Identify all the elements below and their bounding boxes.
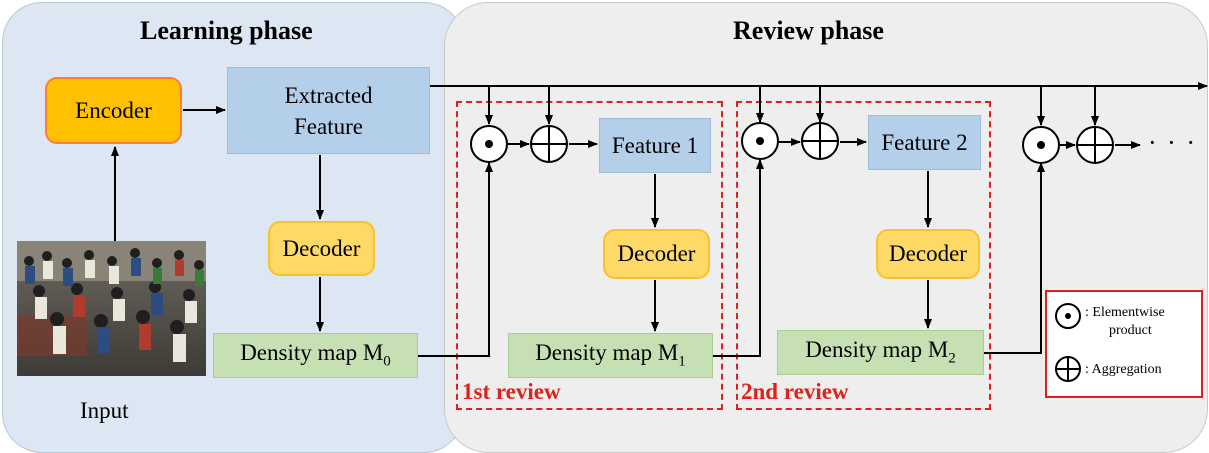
density-map-m0-block: Density map M0 [213,333,418,378]
encoder-block: Encoder [45,77,182,144]
density-map-m0-label: Density map M0 [240,340,391,370]
review-1-frame [456,101,723,410]
legend: : Elementwise product : Aggregation [1045,290,1203,398]
review-2-frame [736,101,991,410]
feature-1-label: Feature 1 [611,132,699,158]
input-crowd-image [17,241,206,376]
input-label: Input [80,398,129,423]
feature-1-block: Feature 1 [599,118,711,173]
learning-phase-title: Learning phase [140,16,313,45]
extracted-feature-label-line1: Extracted [284,82,373,108]
encoder-label: Encoder [75,97,152,123]
legend-aggregation-icon [1055,356,1081,382]
ellipsis: · · · [1148,128,1197,157]
review-1-label: 1st review [462,379,561,404]
decoder-block-review-1: Decoder [603,229,710,279]
decoder-label: Decoder [282,235,361,261]
legend-elementwise-label-line1: : Elementwise [1085,305,1165,320]
feature-2-label: Feature 2 [881,129,968,155]
review-2-label: 2nd review [741,379,849,404]
density-map-m2-block: Density map M2 [777,330,984,375]
legend-elementwise-label-line2: product [1109,323,1152,338]
decoder-block-review-2: Decoder [876,229,980,279]
feature-2-block: Feature 2 [868,115,981,170]
decoder-block-learning: Decoder [268,221,375,276]
legend-aggregation-label: : Aggregation [1085,362,1162,377]
decoder-1-label: Decoder [617,241,696,266]
density-map-m2-label: Density map M2 [805,337,956,367]
decoder-2-label: Decoder [889,241,967,266]
extracted-feature-block: Extracted Feature [227,67,430,154]
review-phase-title: Review phase [733,16,884,45]
legend-elementwise-product-icon [1055,303,1081,329]
density-map-m1-label: Density map M1 [535,340,686,370]
density-map-m1-block: Density map M1 [508,333,713,378]
extracted-feature-label-line2: Feature [294,113,363,139]
